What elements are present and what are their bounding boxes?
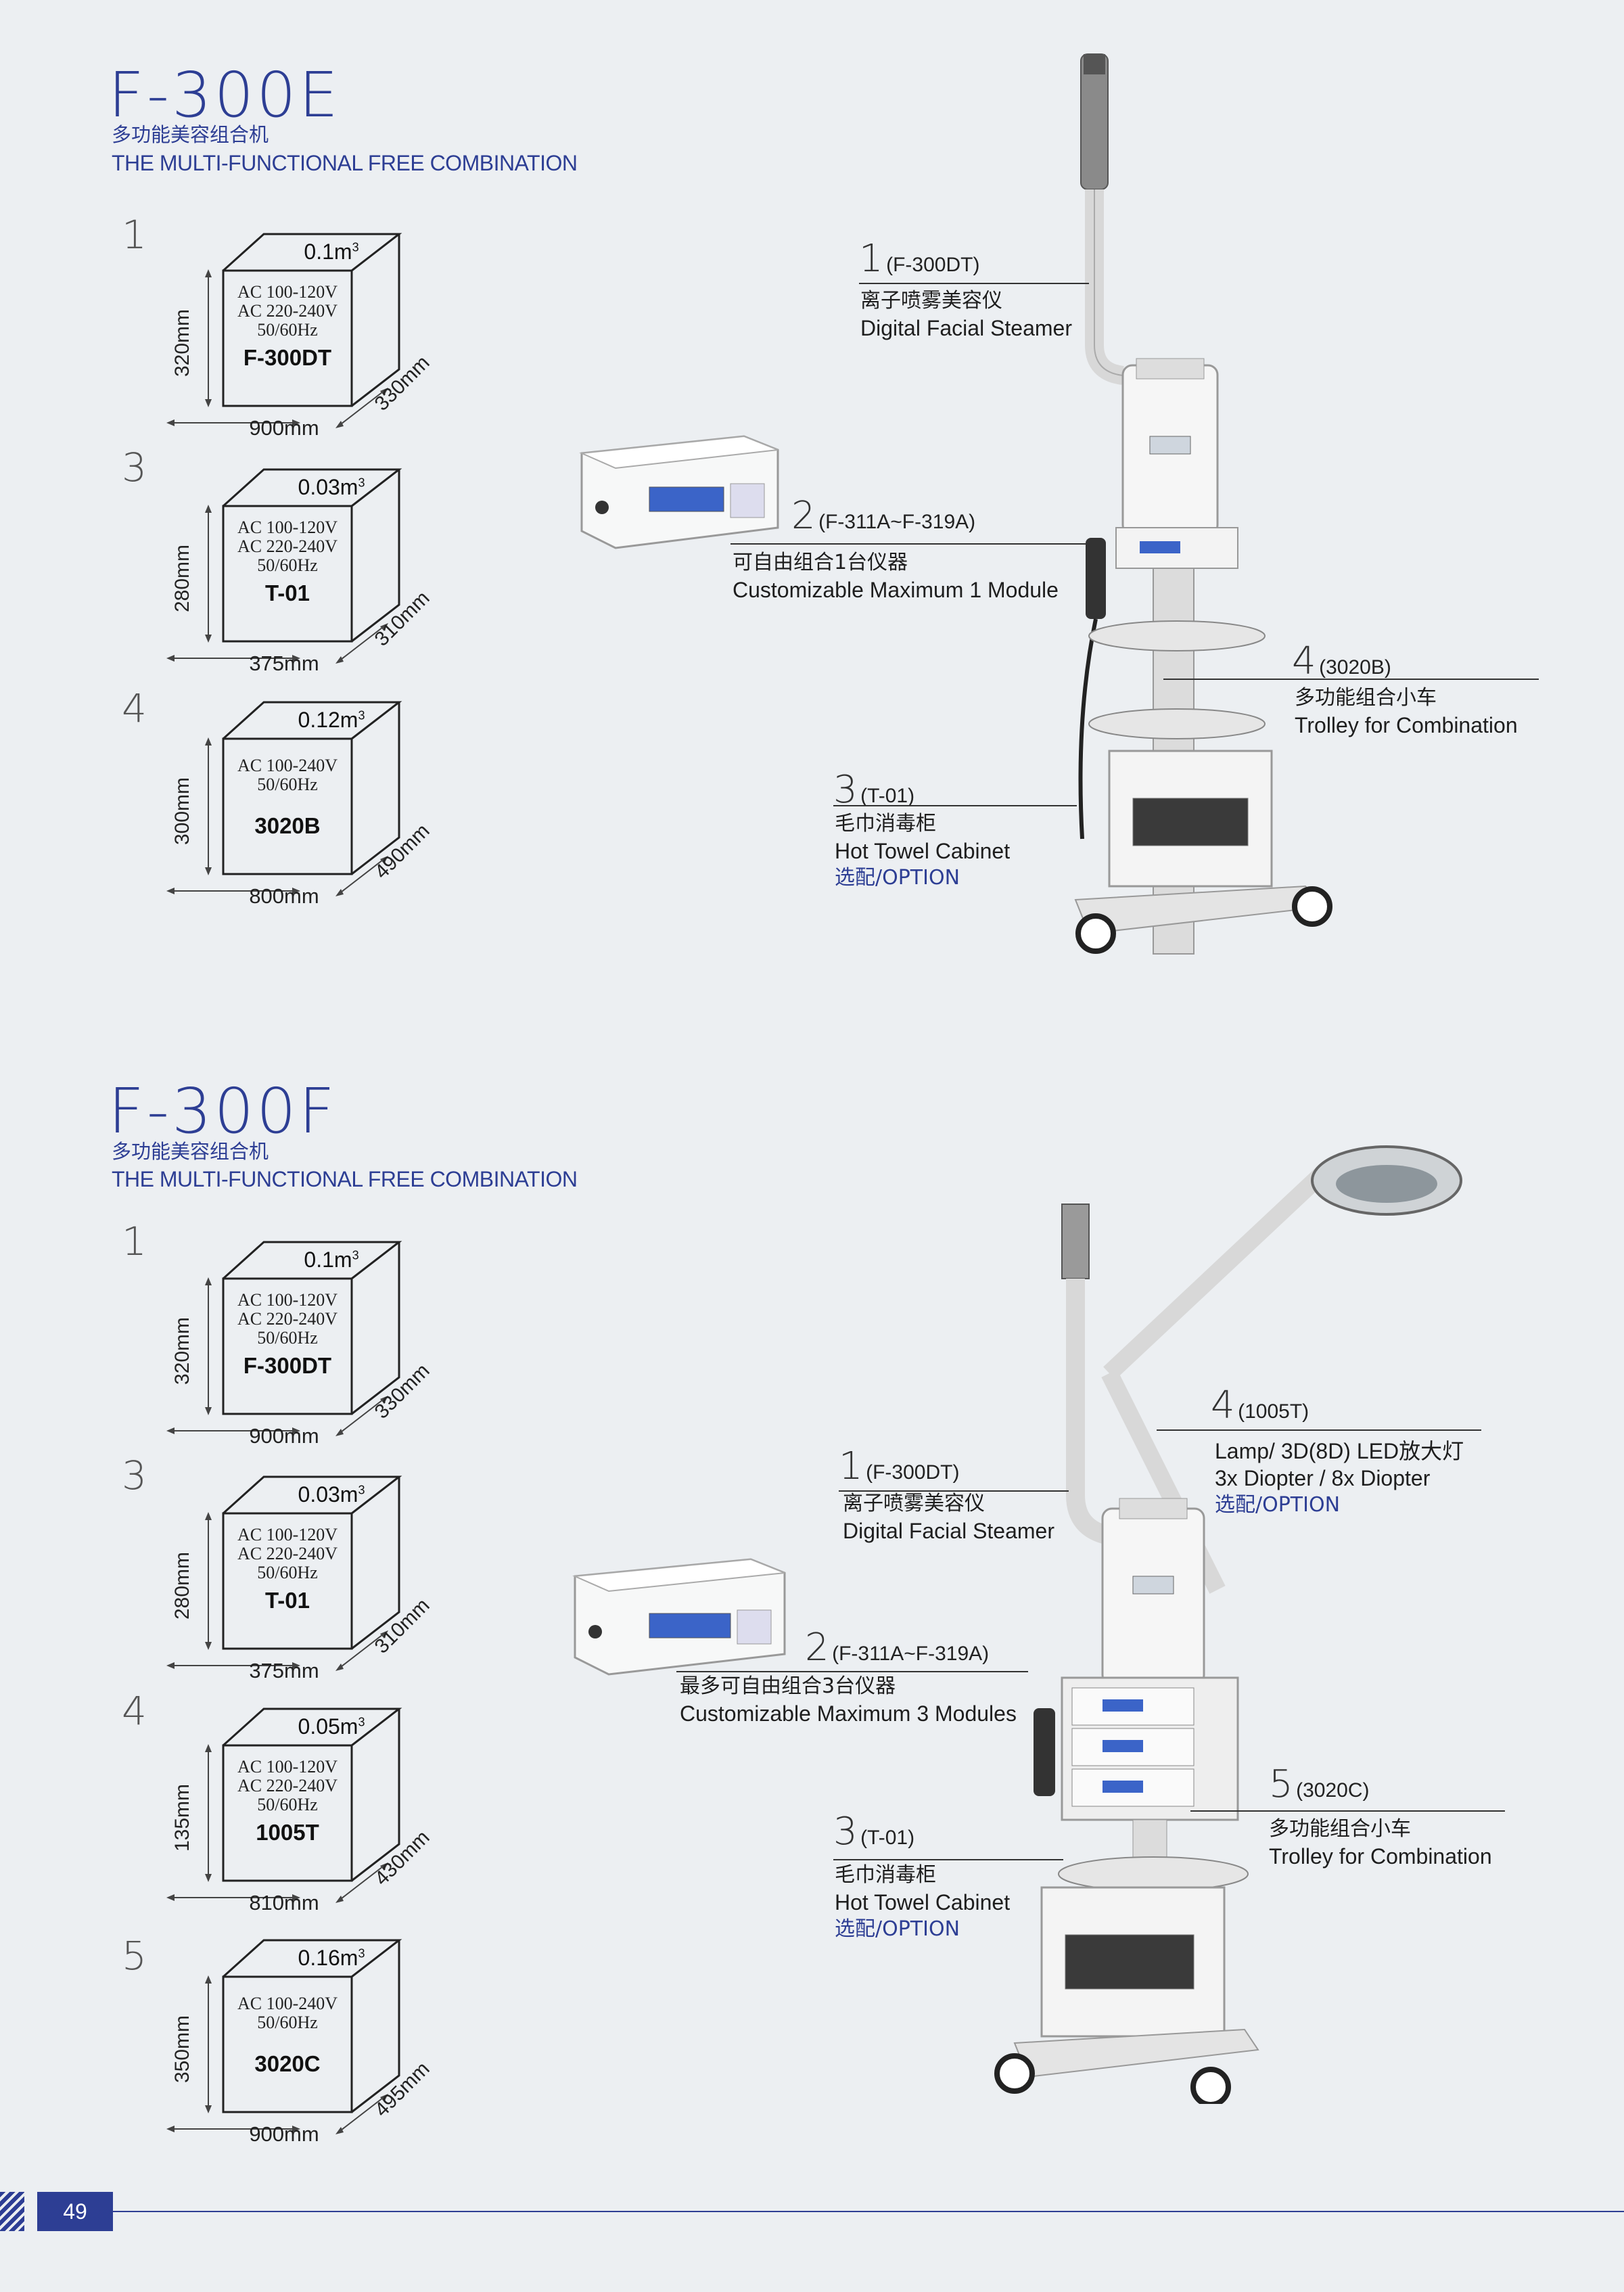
callout-line [676,1671,1028,1672]
spec-width: 375mm [249,1659,319,1682]
spec-height: 320mm [171,308,193,377]
page-number: 49 [37,2192,113,2231]
section-subtitle-cn: 多功能美容组合机 [112,1140,269,1163]
spec-width: 900mm [249,1424,319,1448]
callout-module: 2 (F-311A~F-319A) [791,494,976,538]
callout-cabinet: 3 (T-01) [833,768,915,812]
section-subtitle-cn: 多功能美容组合机 [112,123,269,146]
callout-line [833,805,1077,806]
spec-height: 135mm [171,1783,193,1852]
control-module-image [579,435,779,549]
product-illustration-f300f [572,1145,1462,2104]
spec-index: 4 [122,685,147,731]
callout-line [730,543,1089,545]
spec-volume: 0.16m3 [298,1946,365,1970]
page-marker-stripes [0,2192,24,2231]
spec-index: 5 [122,1933,147,1979]
callout-cabinet: 3 (T-01) [833,1810,915,1854]
spec-volume: 0.05m3 [298,1714,365,1739]
section-subtitle-en: THE MULTI-FUNCTIONAL FREE COMBINATION [112,1167,578,1191]
product-illustration-f300e [579,53,1332,955]
callout-line [1163,679,1539,680]
callout-text: 离子喷雾美容仪 Digital Facial Steamer [860,289,1072,340]
spec-volume: 0.03m3 [298,475,365,499]
callout-text: Lamp/ 3D(8D) LED放大灯 3x Diopter / 8x Diop… [1215,1439,1464,1517]
spec-model: 1005T [256,1820,319,1845]
callout-text: 最多可自由组合3台仪器 Customizable Maximum 3 Modul… [680,1674,1017,1726]
spec-width: 810mm [249,1891,319,1915]
spec-width: 375mm [249,651,319,675]
callout-line [1157,1429,1481,1431]
spec-model: 3020C [254,2051,321,2076]
spec-height: 350mm [171,2015,193,2084]
callout-text: 多功能组合小车 Trolley for Combination [1269,1817,1492,1869]
section-title: F-300F [108,1075,338,1147]
callout-text: 毛巾消毒柜 Hot Towel Cabinet 选配/OPTION [835,1863,1011,1941]
control-module-image [572,1558,786,1676]
callout-steamer: 1 (F-300DT) [839,1444,960,1488]
callout-text: 离子喷雾美容仪 Digital Facial Steamer [843,1492,1054,1543]
callout-line [833,1859,1063,1860]
spec-width: 900mm [249,2122,319,2146]
callout-trolley: 4 (3020B) [1292,639,1391,683]
spec-volume: 0.1m3 [304,239,359,264]
spec-index: 3 [122,444,147,490]
callout-trolley: 5 (3020C) [1269,1762,1370,1806]
spec-model: T-01 [264,1588,310,1613]
spec-width: 900mm [249,416,319,440]
spec-model: 3020B [254,813,321,838]
section-title: F-300E [108,59,341,131]
spec-index: 1 [122,1218,147,1264]
callout-line [859,283,1089,284]
callout-text: 毛巾消毒柜 Hot Towel Cabinet 选配/OPTION [835,812,1011,890]
spec-height: 280mm [171,544,193,613]
callout-steamer: 1 (F-300DT) [859,237,980,281]
spec-height: 320mm [171,1316,193,1385]
callout-text: 多功能组合小车 Trolley for Combination [1295,686,1518,737]
callout-lamp: 4 (1005T) [1211,1383,1309,1427]
spec-height: 280mm [171,1551,193,1620]
spec-model: F-300DT [243,345,332,370]
section-subtitle-en: THE MULTI-FUNCTIONAL FREE COMBINATION [112,151,578,175]
callout-line [839,1490,1069,1492]
spec-volume: 0.1m3 [304,1247,359,1272]
callout-line [1190,1810,1505,1812]
spec-width: 800mm [249,884,319,908]
spec-index: 1 [122,212,147,258]
footer-rule [113,2211,1624,2212]
spec-volume: 0.12m3 [298,708,365,732]
spec-model: F-300DT [243,1353,332,1378]
callout-module: 2 (F-311A~F-319A) [805,1626,990,1670]
callout-text: 可自由组合1台仪器 Customizable Maximum 1 Module [733,551,1059,602]
spec-index: 3 [122,1452,147,1498]
spec-model: T-01 [264,580,310,605]
spec-index: 4 [122,1688,147,1734]
spec-volume: 0.03m3 [298,1482,365,1507]
spec-height: 300mm [171,777,193,846]
